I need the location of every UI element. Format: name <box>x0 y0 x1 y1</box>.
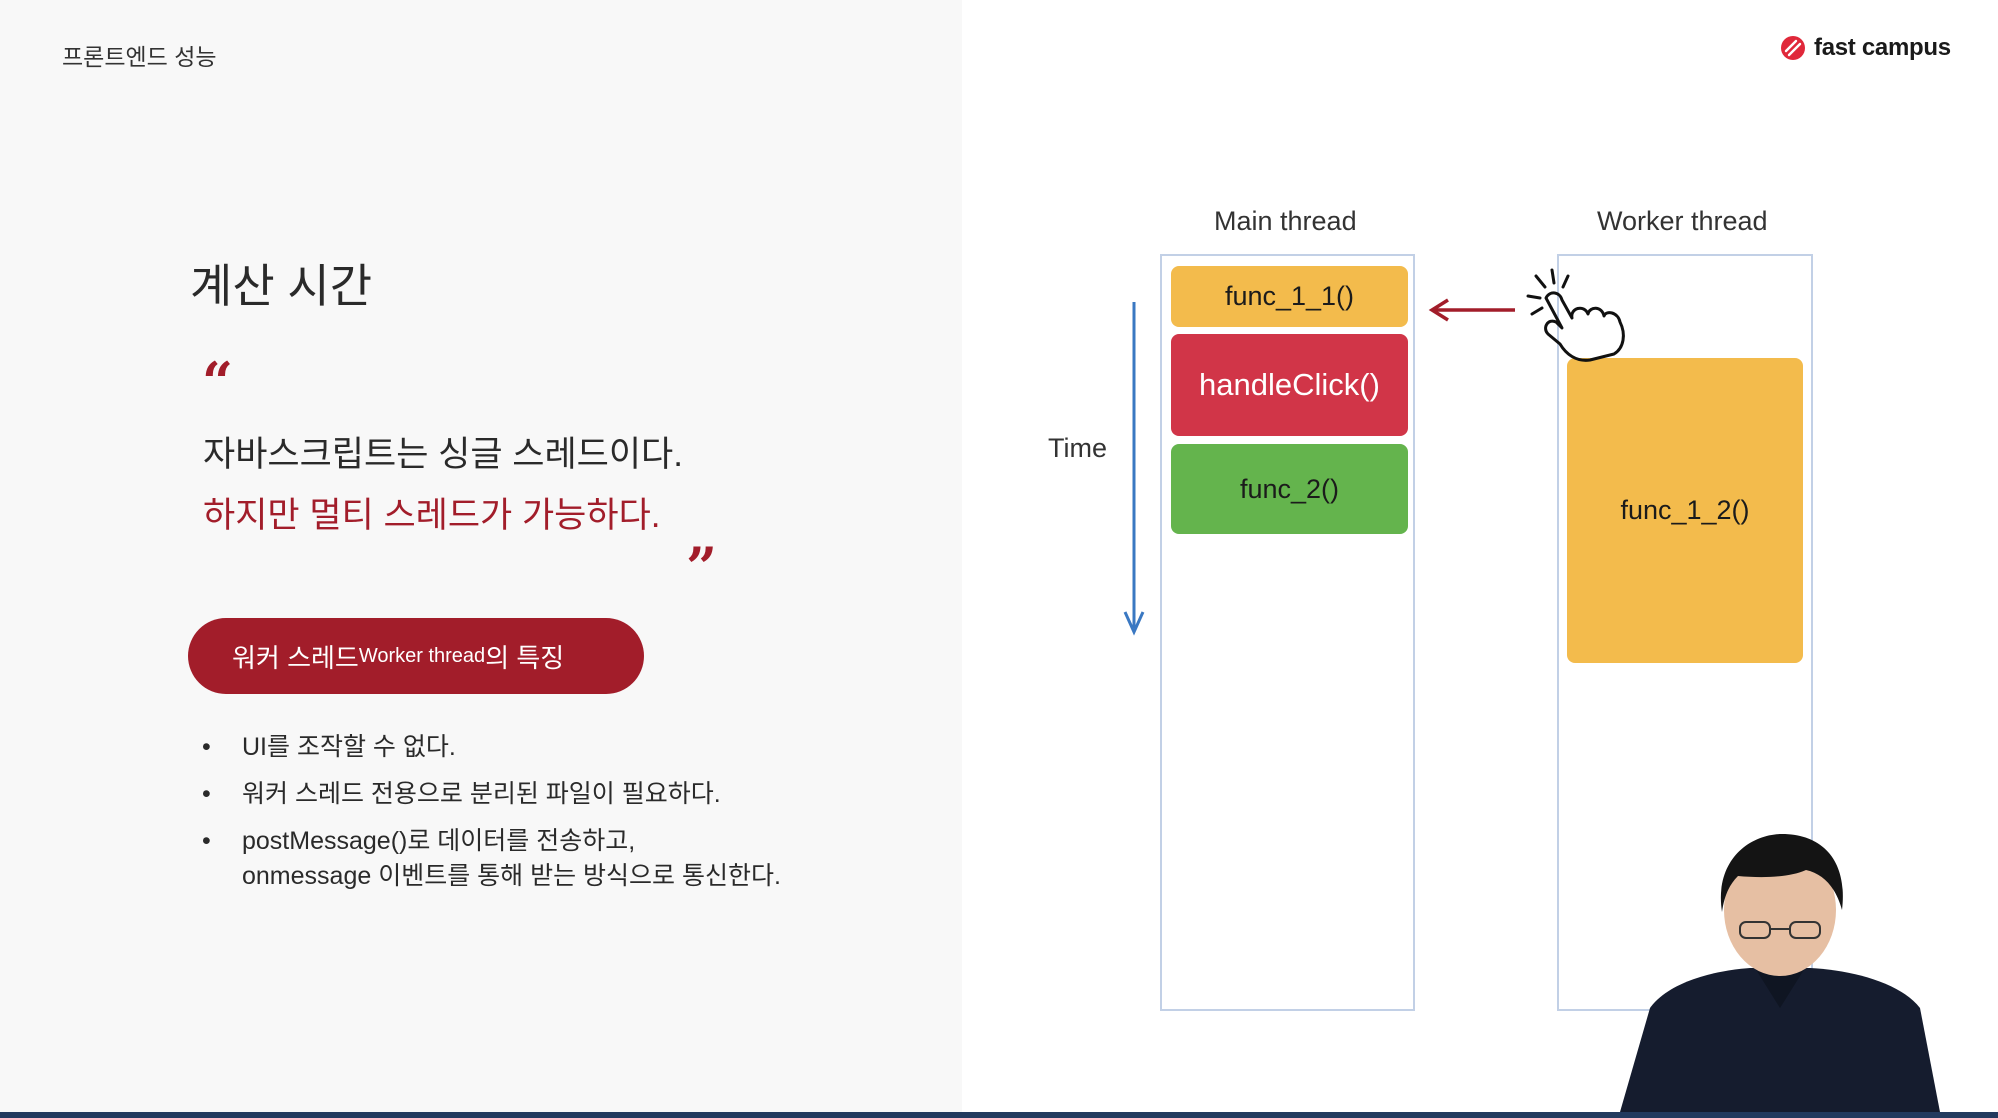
list-item-text: 워커 스레드 전용으로 분리된 파일이 필요하다. <box>242 780 721 808</box>
list-item-text: onmessage 이벤트를 통해 받는 방식으로 통신한다. <box>242 862 781 890</box>
slide-heading: 계산 시간 <box>190 260 373 312</box>
bullet-dot-icon: • <box>202 733 211 761</box>
task-func-1-2: func_1_2() <box>1567 358 1803 663</box>
quote-line-2: 하지만 멀티 스레드가 가능하다. <box>203 496 661 535</box>
main-thread-column <box>1160 254 1415 1011</box>
list-item: • 워커 스레드 전용으로 분리된 파일이 필요하다. <box>200 777 781 812</box>
bottom-progress-bar <box>0 1112 1998 1118</box>
arrow-left-icon <box>1428 298 1515 322</box>
list-item: • UI를 조작할 수 없다. <box>200 730 781 765</box>
pill-prefix: 워커 스레드 <box>232 642 359 673</box>
time-arrow-down-icon <box>1123 302 1145 636</box>
task-handle-click: handleClick() <box>1171 334 1408 436</box>
fastcampus-logo: fast campus <box>1780 34 1951 62</box>
slide-left-panel <box>0 0 962 1112</box>
main-thread-label: Main thread <box>1214 206 1357 236</box>
logo-text: fast campus <box>1814 34 1951 61</box>
quote-line-1: 자바스크립트는 싱글 스레드이다. <box>203 435 683 474</box>
quote-close-icon: ” <box>686 535 718 599</box>
feature-list: • UI를 조작할 수 없다. • 워커 스레드 전용으로 분리된 파일이 필요… <box>200 730 781 906</box>
task-func-2: func_2() <box>1171 444 1408 534</box>
pill-suffix: 의 특징 <box>485 642 565 673</box>
time-label: Time <box>1048 433 1107 463</box>
task-func-1-1: func_1_1() <box>1171 266 1408 327</box>
quote-open-icon: “ <box>202 350 234 414</box>
list-item: • postMessage()로 데이터를 전송하고, onmessage 이벤… <box>200 824 781 894</box>
hand-click-icon <box>1526 268 1625 362</box>
worker-thread-label: Worker thread <box>1597 206 1768 236</box>
list-item-text: UI를 조작할 수 없다. <box>242 733 456 761</box>
course-title: 프론트엔드 성능 <box>62 44 217 70</box>
pill-english: Worker thread <box>358 644 486 667</box>
list-item-text: postMessage()로 데이터를 전송하고, <box>242 827 636 855</box>
logo-mark-icon <box>1781 36 1805 60</box>
presenter-video-overlay <box>1620 834 1940 1112</box>
bullet-dot-icon: • <box>202 827 211 855</box>
bullet-dot-icon: • <box>202 780 211 808</box>
